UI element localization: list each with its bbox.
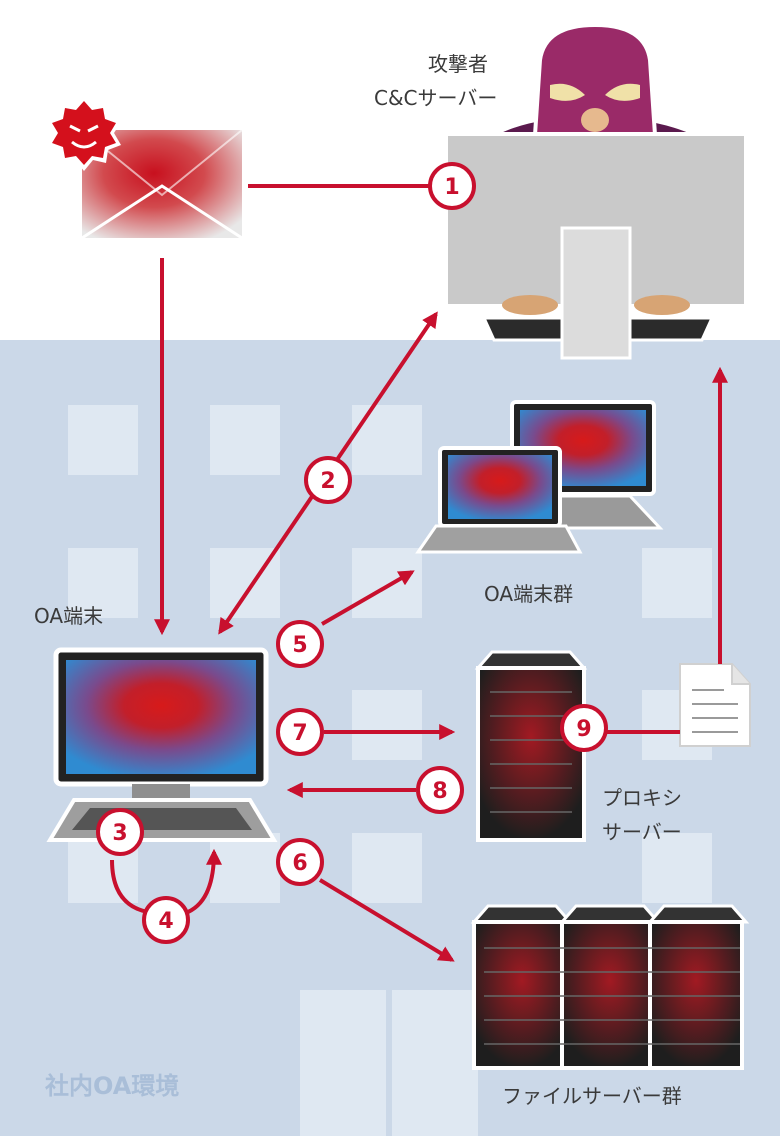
proxy-label-line2: サーバー (602, 820, 682, 844)
step-badge: 2 (304, 456, 352, 504)
step-number-5: 5 (292, 633, 307, 658)
step-number-7: 7 (292, 721, 307, 746)
step-number-6: 6 (292, 851, 307, 876)
step-number-9: 9 (576, 717, 591, 742)
step-number-1: 1 (444, 175, 459, 200)
step-badge: 8 (416, 766, 464, 814)
proxy-server-icon (474, 650, 588, 842)
step-number-3: 3 (112, 821, 127, 846)
file-server-group-icon (470, 904, 750, 1070)
arrow-loop (110, 852, 214, 914)
malicious-email-icon (78, 126, 246, 242)
oa-terminal-label: OA端末 (34, 604, 104, 628)
arrow-terminal-file-servers (318, 878, 455, 962)
step-badge: 3 (96, 808, 144, 856)
oa-terminal-group-icon (415, 400, 664, 554)
step-number-2: 2 (320, 469, 335, 494)
attacker-monitor-icon (444, 132, 748, 360)
step-badge: 1 (428, 162, 476, 210)
arrow-terminal-oa-group (320, 570, 415, 626)
oa-group-label: OA端末群 (484, 582, 574, 606)
virus-icon (47, 96, 121, 171)
file-servers-label: ファイルサーバー群 (502, 1084, 682, 1108)
attacker-label-line1: 攻撃者 (428, 52, 488, 76)
step-badge: 7 (276, 708, 324, 756)
step-number-8: 8 (432, 779, 447, 804)
proxy-label-line1: プロキシ (602, 786, 682, 810)
oa-terminal-icon (46, 647, 278, 842)
environment-label: 社内OA環境 (45, 1072, 180, 1100)
document-icon (679, 663, 751, 747)
step-badge: 5 (276, 620, 324, 668)
step-number-4: 4 (158, 909, 173, 934)
step-badge: 6 (276, 838, 324, 886)
attacker-label-line2: C&Cサーバー (374, 86, 498, 110)
step-badge: 4 (142, 896, 190, 944)
step-badge: 9 (560, 704, 608, 752)
